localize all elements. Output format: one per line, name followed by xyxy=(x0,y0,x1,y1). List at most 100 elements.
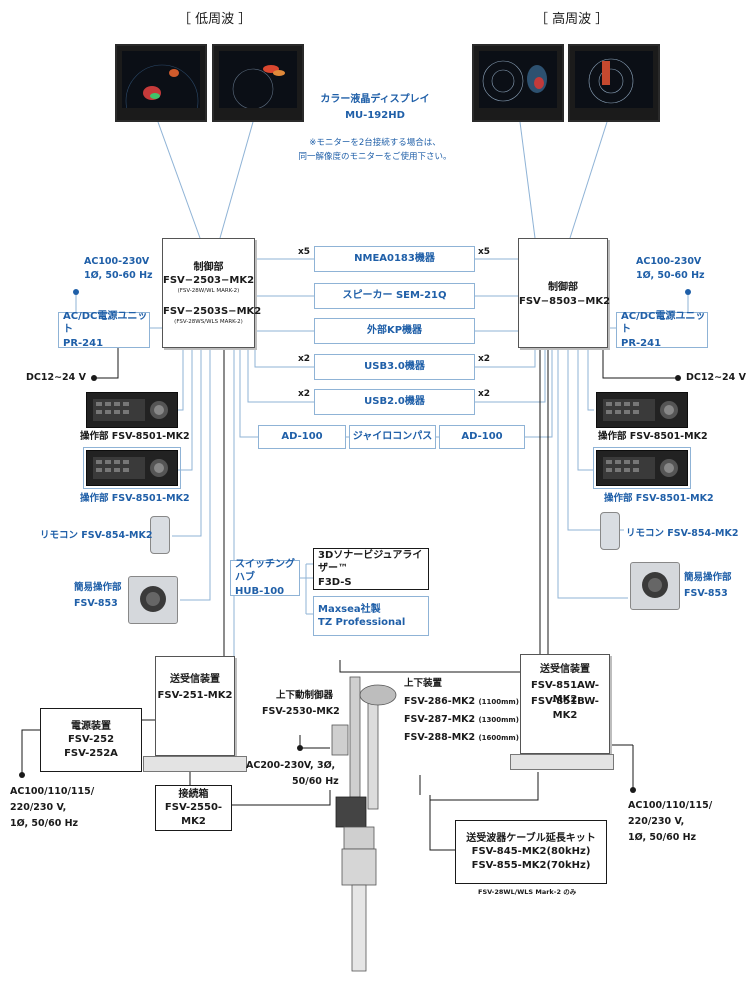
right-simple-line-1: 簡易操作部 xyxy=(684,572,732,583)
hoist-ctrl-model: FSV-2530-MK2 xyxy=(262,706,340,717)
acdc-left-name: AC/DC電源ユニット xyxy=(63,310,148,336)
ac-bottom-left-2: 220/230 V, xyxy=(10,802,67,813)
hoist-model-1-name: FSV-286-MK2 xyxy=(404,696,476,707)
cable-kit-title: 送受波器ケーブル延長キット xyxy=(466,832,596,844)
hub-model: HUB-100 xyxy=(235,585,285,597)
power-supply-box: 電源装置 FSV-252 FSV-252A xyxy=(40,708,142,772)
ac-hoist-2: 50/60 Hz xyxy=(292,776,339,787)
hoist-model-3-length: (1600mm) xyxy=(478,734,519,742)
usb2-right-count: x2 xyxy=(478,389,491,399)
ac-right-line-2: 1Ø, 50-60 Hz xyxy=(636,270,705,281)
hoist-model-3-name: FSV-288-MK2 xyxy=(404,732,476,743)
transceiver-right-base xyxy=(510,754,614,770)
nmea-box: NMEA0183機器 xyxy=(314,246,475,272)
remote-control-icon xyxy=(150,516,170,554)
monitor-high-1 xyxy=(472,44,564,122)
nmea-left-count: x5 xyxy=(298,247,311,257)
power-supply-title: 電源装置 xyxy=(71,720,111,732)
left-simple-line-1: 簡易操作部 xyxy=(74,582,122,593)
ac-right-line-1: AC100-230V xyxy=(636,256,702,267)
left-op1-label: 操作部 FSV-8501-MK2 xyxy=(80,431,190,442)
monitor-low-2 xyxy=(212,44,304,122)
control-right-model: FSV−8503−MK2 xyxy=(519,296,611,307)
sonar-screen xyxy=(479,51,557,108)
acdc-left-model: PR-241 xyxy=(63,337,104,349)
monitor-high-2 xyxy=(568,44,660,122)
hoist-device-icon xyxy=(328,665,408,980)
sonar-screen xyxy=(219,51,297,108)
hoist-model-1-length: (1100mm) xyxy=(478,698,519,706)
right-remote-label: リモコン FSV-854-MK2 xyxy=(626,528,739,539)
control-right-title: 制御部 xyxy=(548,282,578,293)
maxsea-line-2: TZ Professional xyxy=(318,617,406,628)
nmea-right-count: x5 xyxy=(478,247,491,257)
ac-bottom-left-1: AC100/110/115/ xyxy=(10,786,95,797)
usb3-box: USB3.0機器 xyxy=(314,354,475,380)
operation-panel-icon xyxy=(83,447,181,489)
cable-kit-model-1: FSV-845-MK2(80kHz) xyxy=(471,846,591,858)
control-left-sub-2: (FSV-28WS/WLS MARK-2) xyxy=(174,319,243,325)
sonar-image-icon xyxy=(482,60,547,102)
usb3-left-count: x2 xyxy=(298,354,311,364)
operation-panel-icon xyxy=(596,392,688,428)
power-supply-model-1: FSV-252 xyxy=(67,734,115,746)
remote-control-icon xyxy=(600,512,620,550)
ad100-right-box: AD-100 xyxy=(439,425,525,449)
hub-name: スイッチングハブ xyxy=(235,558,295,584)
kp-box: 外部KP機器 xyxy=(314,318,475,344)
cable-kit-note: FSV-28WL/WLS Mark-2 のみ xyxy=(478,888,577,896)
dc-left: DC12∼24 V xyxy=(26,372,86,383)
display-note-1: ※モニターを2台接続する場合は、 xyxy=(309,138,441,148)
control-left-model-1: FSV−2503−MK2 xyxy=(163,275,255,286)
control-left-model-2: FSV−2503S−MK2 xyxy=(163,306,262,317)
maxsea-box: Maxsea社製 TZ Professional xyxy=(313,596,429,636)
transceiver-right: 送受信装置 FSV-851AW-MK2 FSV-851BW-MK2 xyxy=(520,654,610,754)
usb2-left-count: x2 xyxy=(298,389,311,399)
acdc-right-model: PR-241 xyxy=(621,337,662,349)
sonar-image-icon xyxy=(232,65,285,108)
junction-model: FSV-2550-MK2 xyxy=(164,802,223,827)
operation-panel-icon xyxy=(86,392,178,428)
transceiver-left-title: 送受信装置 xyxy=(170,674,220,685)
hoist-model-2: FSV-287-MK2 (1300mm) xyxy=(404,714,519,726)
left-remote-label: リモコン FSV-854-MK2 xyxy=(40,530,153,541)
sonar-screen xyxy=(122,51,200,108)
acdc-unit-right: AC/DC電源ユニット PR-241 xyxy=(616,310,708,349)
speaker-box: スピーカー SEM-21Q xyxy=(314,283,475,309)
display-note-2: 同一解像度のモニターをご使用下さい。 xyxy=(298,152,452,162)
left-op2-label: 操作部 FSV-8501-MK2 xyxy=(80,493,190,504)
monitor-low-1 xyxy=(115,44,207,122)
control-left-title: 制御部 xyxy=(193,262,224,273)
hoist-model-2-length: (1300mm) xyxy=(478,716,519,724)
cable-kit-box: 送受波器ケーブル延長キット FSV-845-MK2(80kHz) FSV-855… xyxy=(455,820,607,884)
right-op1-label: 操作部 FSV-8501-MK2 xyxy=(598,431,708,442)
ac-bottom-right-2: 220/230 V, xyxy=(628,816,685,827)
transceiver-left-model: FSV-251-MK2 xyxy=(157,690,233,701)
transceiver-left-base xyxy=(143,756,247,772)
ac-bottom-left-3: 1Ø, 50/60 Hz xyxy=(10,818,79,829)
control-left-sub-1: (FSV-28W/WL MARK-2) xyxy=(177,288,240,294)
hoist-ctrl-title: 上下動制御器 xyxy=(276,690,334,701)
low-frequency-header: ［ 低周波 ］ xyxy=(178,12,252,27)
f3d-line-2: F3D-S xyxy=(318,576,352,588)
acdc-unit-left: AC/DC電源ユニット PR-241 xyxy=(58,310,150,349)
hoist-model-3: FSV-288-MK2 (1600mm) xyxy=(404,732,519,744)
acdc-right-name: AC/DC電源ユニット xyxy=(621,310,706,336)
transceiver-right-title: 送受信装置 xyxy=(540,664,590,675)
trackball-unit-icon xyxy=(630,562,680,610)
junction-box: 接続箱 FSV-2550-MK2 xyxy=(155,785,232,831)
hoist-title: 上下装置 xyxy=(404,678,443,689)
hoist-model-2-name: FSV-287-MK2 xyxy=(404,714,476,725)
cable-kit-model-2: FSV-855-MK2(70kHz) xyxy=(471,859,591,871)
display-model: MU-192HD xyxy=(345,110,405,121)
ac-bottom-right-3: 1Ø, 50/60 Hz xyxy=(628,832,697,843)
junction-title: 接続箱 xyxy=(178,788,209,800)
power-supply-model-2: FSV-252A xyxy=(64,747,118,759)
sonar-screen xyxy=(575,51,653,108)
ac-left-line-1: AC100-230V xyxy=(84,256,150,267)
sonar-image-icon xyxy=(588,58,634,104)
ad100-left-box: AD-100 xyxy=(258,425,346,449)
ac-bottom-right-1: AC100/110/115/ xyxy=(628,800,713,811)
ac-hoist-1: AC200-230V, 3Ø, xyxy=(246,760,336,771)
